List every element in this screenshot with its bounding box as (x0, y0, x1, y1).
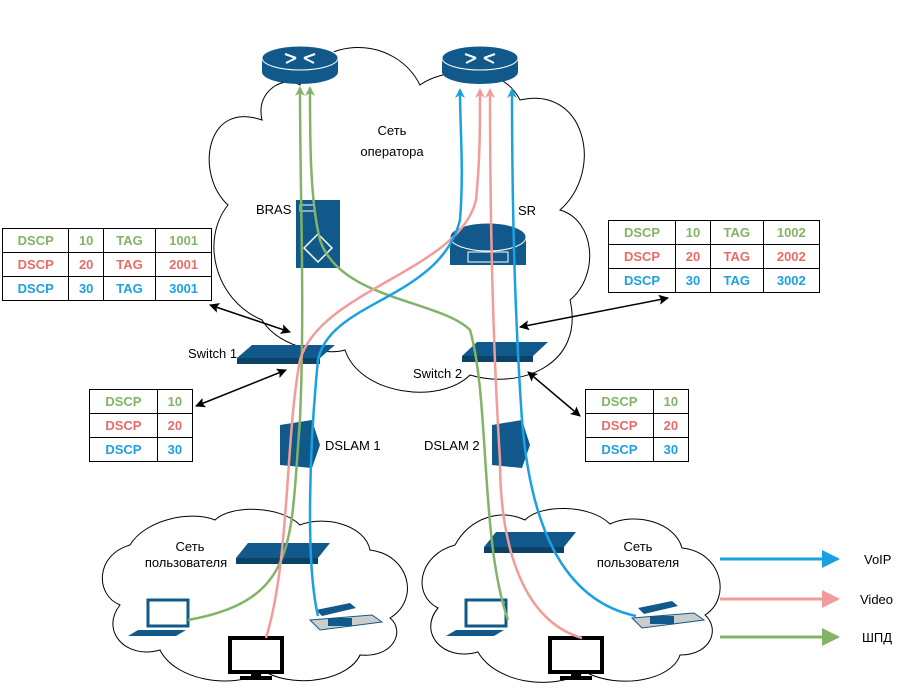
switch1-icon (237, 345, 335, 364)
table-cell: 2001 (155, 252, 212, 277)
table-cell: DSCP (89, 437, 158, 462)
flow-shpd-right (305, 86, 510, 621)
dslam2-dscp-table: DSCP 10 DSCP 20 DSCP 30 (585, 389, 690, 462)
arrow-dslam2-table (527, 371, 581, 417)
user-switch-right-icon (484, 532, 576, 553)
bras-label: BRAS (256, 202, 292, 217)
dslam1-label: DSLAM 1 (325, 438, 381, 453)
table-cell: DSCP (607, 220, 677, 245)
table-cell: 10 (156, 389, 194, 414)
table-cell: 10 (68, 228, 104, 253)
table-cell: 2002 (762, 244, 821, 269)
flow-voip-right (507, 88, 637, 618)
table-row: DSCP 30 TAG 3001 (1, 276, 212, 301)
arrow-switch2-table (519, 294, 669, 331)
table-row: DSCP 10 TAG 1002 (607, 220, 821, 245)
table-row: DSCP 30 TAG 3002 (607, 268, 821, 293)
arrow-switch1-table (209, 303, 291, 334)
table-cell: DSCP (585, 437, 654, 462)
table-cell: 30 (652, 437, 690, 462)
table-row: DSCP 20 (585, 413, 690, 438)
operator-network-label-2: оператора (360, 144, 424, 159)
table-cell: 20 (675, 244, 711, 269)
arrow-dslam1-table (195, 368, 287, 408)
table-cell: DSCP (1, 228, 70, 253)
legend-video-label: Video (860, 592, 893, 607)
user-network-right-label-2: пользователя (597, 555, 679, 570)
operator-network-label-1: Сеть (378, 123, 407, 138)
table-cell: TAG (709, 220, 764, 245)
router-right-icon (441, 45, 519, 84)
switch2-label: Switch 2 (413, 366, 462, 381)
operator-cloud (208, 47, 591, 393)
table-row: DSCP 10 (89, 389, 194, 414)
table-row: DSCP 10 (585, 389, 690, 414)
user-network-left-label-2: пользователя (145, 555, 227, 570)
table-cell: DSCP (585, 389, 654, 414)
table-cell: DSCP (607, 244, 677, 269)
legend-voip-label: VoIP (864, 552, 891, 567)
laptop-left-icon (128, 598, 190, 636)
table-row: DSCP 30 (89, 437, 194, 462)
table-row: DSCP 20 TAG 2002 (607, 244, 821, 269)
table-cell: DSCP (585, 413, 654, 438)
table-cell: DSCP (1, 276, 70, 301)
table-cell: TAG (102, 252, 157, 277)
table-cell: 1002 (762, 220, 821, 245)
user-network-left-label-1: Сеть (176, 539, 205, 554)
flow-video-right (485, 88, 583, 640)
table-row: DSCP 30 (585, 437, 690, 462)
switch2-tag-table: DSCP 10 TAG 1002 DSCP 20 TAG 2002 DSCP 3… (607, 220, 821, 293)
table-cell: 3001 (155, 276, 212, 301)
monitor-left-icon (228, 636, 284, 680)
table-row: DSCP 20 (89, 413, 194, 438)
table-cell: DSCP (1, 252, 70, 277)
table-cell: TAG (709, 244, 764, 269)
flow-video-left (264, 88, 485, 639)
user-network-right-label-1: Сеть (624, 539, 653, 554)
flow-shpd-left (187, 86, 306, 622)
table-cell: DSCP (607, 268, 677, 293)
phone-right-icon (630, 601, 706, 629)
table-cell: 3002 (762, 268, 821, 293)
switch2-icon (462, 342, 548, 362)
router-left-icon (261, 45, 339, 84)
flow-voip-left (308, 88, 466, 617)
sr-label: SR (518, 203, 536, 218)
phone-left-icon (308, 603, 384, 631)
table-cell: 30 (68, 276, 104, 301)
table-row: DSCP 10 TAG 1001 (1, 228, 212, 253)
dslam2-label: DSLAM 2 (424, 438, 480, 453)
legend-shpd-label: ШПД (862, 630, 892, 645)
table-cell: 30 (156, 437, 194, 462)
table-cell: 20 (156, 413, 194, 438)
table-cell: 20 (652, 413, 690, 438)
table-cell: 10 (652, 389, 690, 414)
switch1-tag-table: DSCP 10 TAG 1001 DSCP 20 TAG 2001 DSCP 3… (1, 228, 212, 301)
table-cell: TAG (709, 268, 764, 293)
monitor-right-icon (548, 636, 604, 680)
table-cell: 1001 (155, 228, 212, 253)
table-cell: DSCP (89, 389, 158, 414)
switch1-label: Switch 1 (188, 346, 237, 361)
table-cell: TAG (102, 276, 157, 301)
table-cell: 20 (68, 252, 104, 277)
table-cell: DSCP (89, 413, 158, 438)
table-cell: 30 (675, 268, 711, 293)
table-row: DSCP 20 TAG 2001 (1, 252, 212, 277)
table-cell: 10 (675, 220, 711, 245)
dslam2-icon (492, 420, 530, 468)
dslam1-dscp-table: DSCP 10 DSCP 20 DSCP 30 (89, 389, 194, 462)
table-cell: TAG (102, 228, 157, 253)
